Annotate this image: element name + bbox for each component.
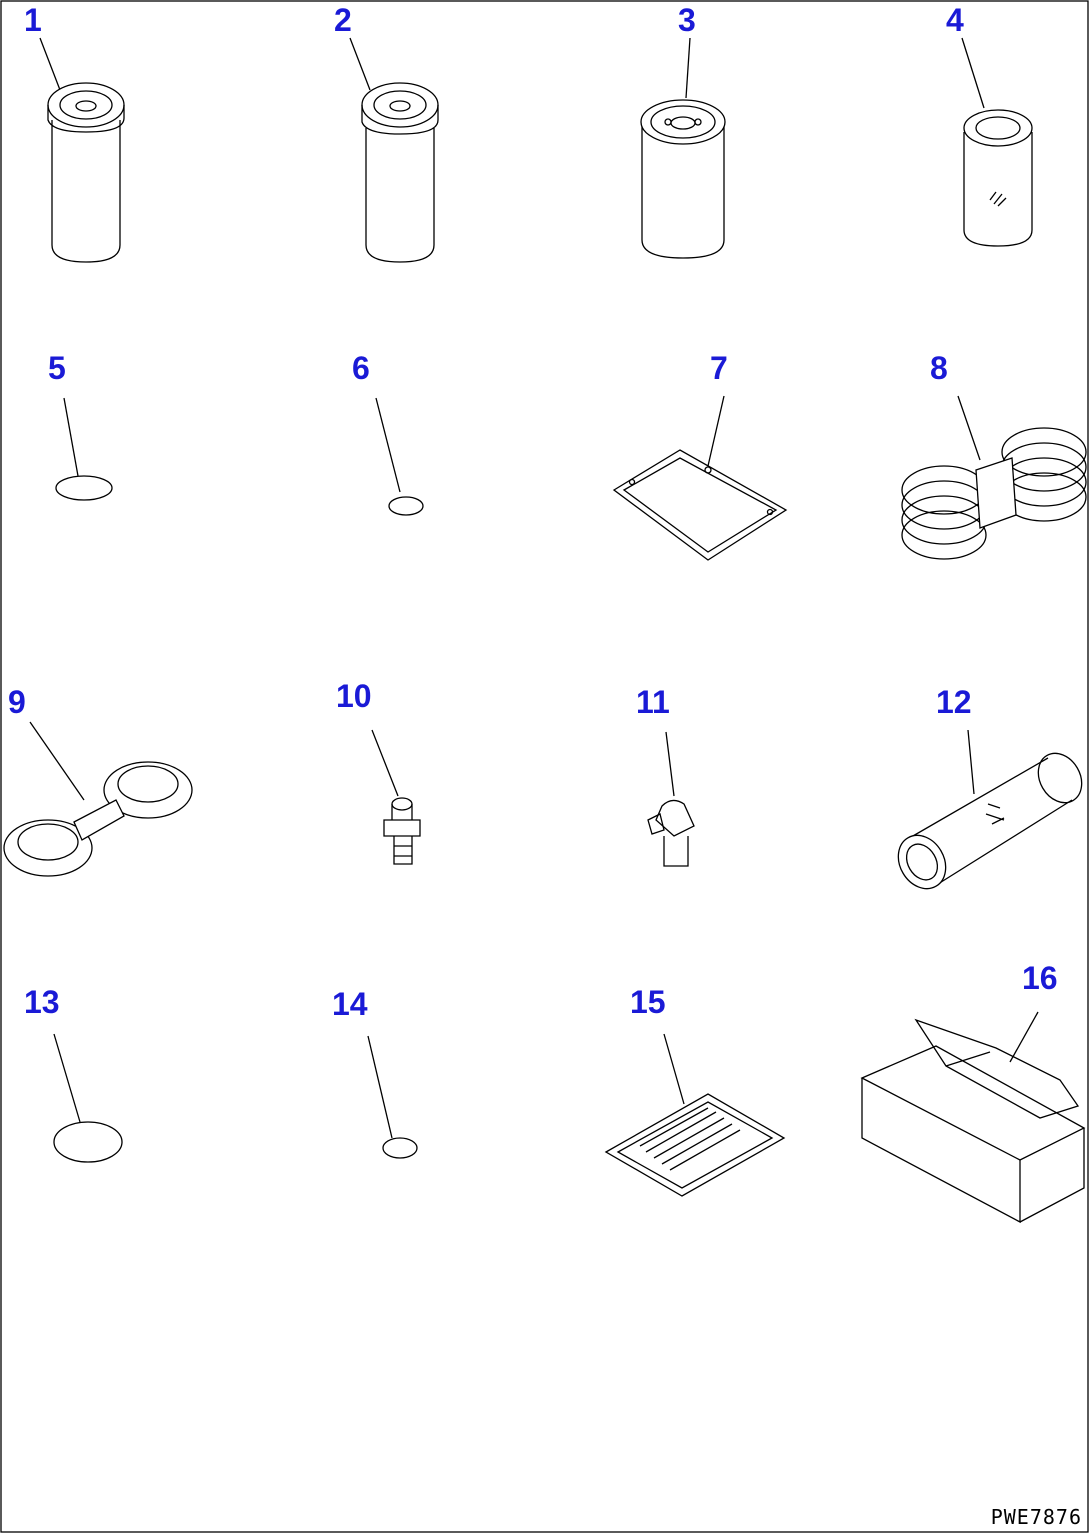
- part-9-wrench: [3, 721, 193, 877]
- callout-6: 6: [352, 350, 370, 386]
- callout-16: 16: [1022, 960, 1058, 996]
- part-6-o-ring: [375, 397, 424, 516]
- part-2-filter: [349, 37, 439, 263]
- callout-7: 7: [710, 350, 728, 386]
- callout-1: 1: [24, 2, 42, 38]
- part-7-gasket: [612, 395, 788, 561]
- callout-5: 5: [48, 350, 66, 386]
- part-11-elbow: [647, 731, 695, 867]
- part-13-o-ring: [53, 1033, 123, 1163]
- callout-13: 13: [24, 984, 60, 1020]
- callout-4: 4: [946, 2, 964, 38]
- callout-9: 9: [8, 684, 26, 720]
- part-14-o-ring: [367, 1035, 418, 1159]
- callout-12: 12: [936, 684, 972, 720]
- callout-14: 14: [332, 986, 368, 1022]
- callout-3: 3: [678, 2, 696, 38]
- callout-8: 8: [930, 350, 948, 386]
- part-10-fitting: [371, 729, 421, 865]
- part-12-air-element: [897, 729, 1083, 890]
- part-15-label-sheet: [604, 1033, 786, 1197]
- part-3-filter: [640, 37, 726, 259]
- callout-10: 10: [336, 678, 372, 714]
- part-4-filter: [961, 37, 1033, 247]
- callout-11: 11: [636, 684, 670, 720]
- part-16-box: [860, 1011, 1086, 1224]
- callout-2: 2: [334, 2, 352, 38]
- callout-15: 15: [630, 984, 666, 1020]
- part-1-filter: [39, 37, 125, 263]
- drawing-code: PWE7876: [990, 1505, 1082, 1529]
- part-8-coil: [901, 395, 1087, 560]
- part-5-o-ring: [55, 397, 113, 501]
